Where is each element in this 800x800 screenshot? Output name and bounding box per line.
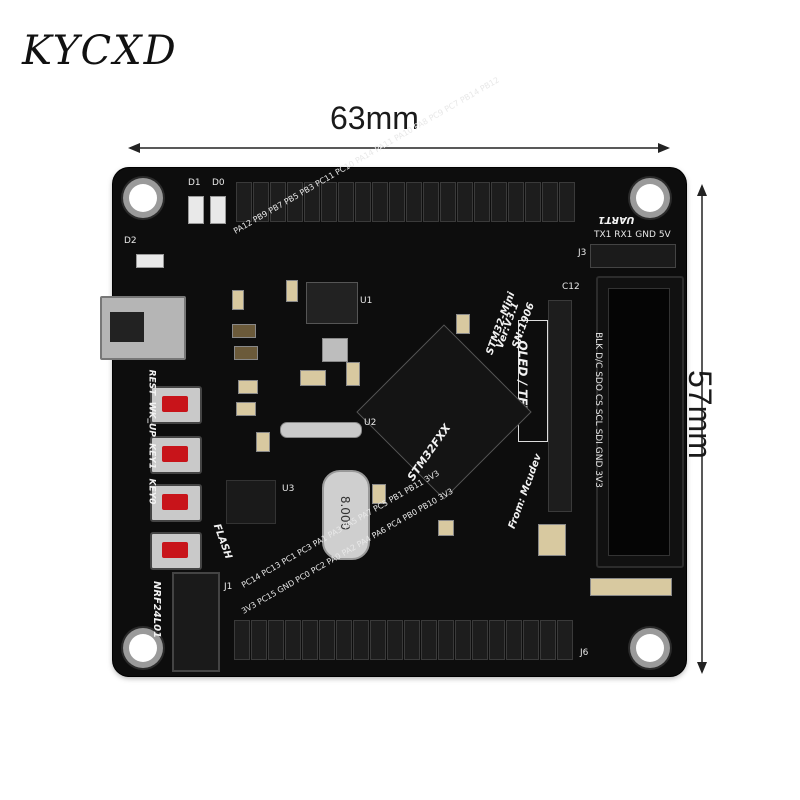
led-d1 (188, 196, 204, 224)
smd-part (234, 346, 258, 360)
ref-j3: J3 (578, 248, 587, 258)
uart-label: UART1 (598, 214, 635, 225)
ref-j1: J1 (224, 582, 233, 592)
crystal-oscillator: 8.000 (322, 470, 370, 560)
key0-button[interactable] (150, 532, 202, 570)
ref-d0: D0 (212, 178, 225, 188)
ref-c12: C12 (562, 282, 580, 292)
smd-part (456, 314, 470, 334)
smd-part (372, 484, 386, 504)
led-d2 (136, 254, 164, 268)
rtc-crystal (280, 422, 362, 438)
ref-u3: U3 (282, 484, 295, 494)
ref-u1: U1 (360, 296, 373, 306)
ref-u2: U2 (364, 418, 377, 428)
nrf-label: NRF24L01 (151, 580, 163, 639)
width-dimension: 63mm (330, 100, 419, 136)
mounting-hole (636, 184, 664, 212)
top-pin-header (236, 182, 576, 227)
regulator-tab (322, 338, 348, 362)
wkup-button[interactable] (150, 436, 202, 474)
oled-pin-labels: BLK D/C SDO CS SCL SDI GND 3V3 (592, 332, 603, 488)
button-labels: REST WK_UP KEY1 KEY0 (146, 369, 157, 505)
reset-button[interactable] (150, 386, 202, 424)
smd-part (538, 524, 566, 556)
ref-d1: D1 (188, 178, 201, 188)
height-dimension: 57mm (682, 370, 718, 459)
smd-part (238, 380, 258, 394)
brand-logo: KYCXD (22, 28, 178, 74)
oled-header (548, 300, 572, 512)
smd-part (232, 324, 256, 338)
ref-j6: J6 (580, 648, 589, 658)
resistor-array (590, 578, 672, 596)
ref-d2: D2 (124, 236, 137, 246)
smd-part (438, 520, 454, 536)
smd-part (256, 432, 270, 452)
mounting-hole (129, 634, 157, 662)
mounting-hole (636, 634, 664, 662)
uart-pins: TX1 RX1 GND 5V (594, 230, 671, 240)
usb-connector (100, 296, 186, 360)
smd-part (236, 402, 256, 416)
smd-part (346, 362, 360, 386)
smd-part (232, 290, 244, 310)
box-header-connector (596, 276, 684, 568)
voltage-regulator (306, 282, 358, 324)
bottom-pin-header (234, 620, 574, 665)
led-d0 (210, 196, 226, 224)
nrf-header (172, 572, 220, 672)
flash-chip (226, 480, 276, 524)
smd-part (286, 280, 298, 302)
uart-header (590, 244, 676, 268)
oled-box (518, 320, 548, 442)
key1-button[interactable] (150, 484, 202, 522)
mounting-hole (129, 184, 157, 212)
smd-part (300, 370, 326, 386)
